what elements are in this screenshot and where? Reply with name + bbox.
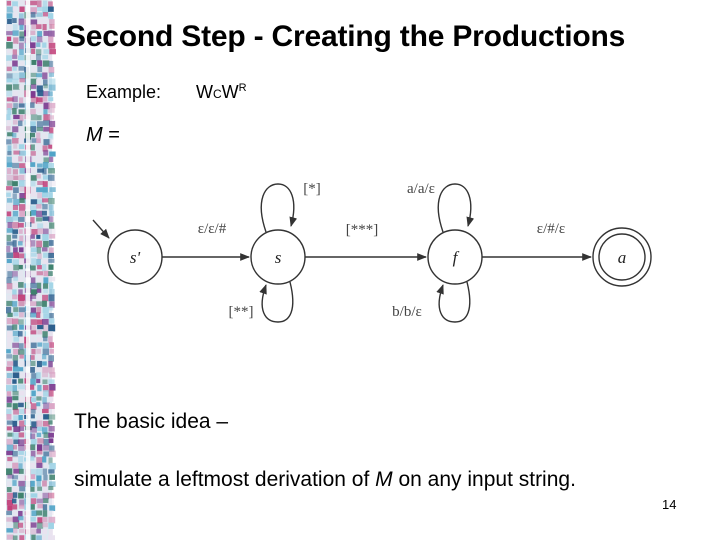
example-label: Example:	[86, 82, 162, 102]
loop-s-bottom-label: [**]	[229, 304, 254, 320]
loop-f-bottom	[436, 281, 471, 323]
simulate-machine: M	[375, 468, 393, 491]
state-a-outer	[592, 227, 652, 287]
basic-idea-text: The basic idea –	[74, 410, 229, 433]
machine-label: M	[86, 124, 103, 146]
state-s-prime-label: s'	[130, 248, 141, 267]
language-right-w: W	[221, 82, 239, 102]
loop-f-top-label: a/a/ε	[407, 181, 435, 197]
simulate-sentence: simulate a leftmost derivation of M on a…	[74, 468, 576, 492]
page-number: 14	[662, 497, 677, 512]
loop-s-bottom	[259, 281, 294, 323]
state-f-label: f	[453, 248, 460, 267]
language-left-w: W	[196, 82, 213, 102]
edge-s-prime-to-s-label: ε/ε/#	[198, 221, 227, 237]
edge-f-to-a-label: ε/#/ε	[537, 221, 565, 237]
simulate-before: simulate a leftmost derivation of	[74, 468, 376, 491]
state-a-inner	[598, 233, 646, 281]
equals-sign: =	[108, 124, 120, 146]
language-reverse-superscript: R	[238, 82, 247, 94]
decorative-side-strip	[0, 0, 58, 540]
edge-s-to-f-label: [***]	[346, 222, 379, 238]
loop-f-top	[437, 183, 475, 233]
loop-s-top-label: [*]	[303, 181, 321, 197]
decorative-mosaic	[6, 0, 56, 540]
simulate-after: on any input string.	[392, 468, 576, 491]
loop-f-bottom-label: b/b/ε	[392, 304, 422, 320]
pda-state-diagram: s' s f a ε/ε/# [***] ε/#/ε [*] [**] a/a/…	[92, 181, 652, 323]
state-a-label: a	[618, 248, 627, 267]
start-arrow	[92, 219, 110, 239]
example-language: WCWR	[196, 82, 247, 103]
language-middle-c: C	[213, 87, 222, 101]
state-s-label: s	[275, 248, 282, 267]
machine-definition: M =	[86, 124, 120, 147]
loop-s-top	[260, 183, 298, 233]
slide-title: Second Step - Creating the Productions	[66, 20, 626, 53]
